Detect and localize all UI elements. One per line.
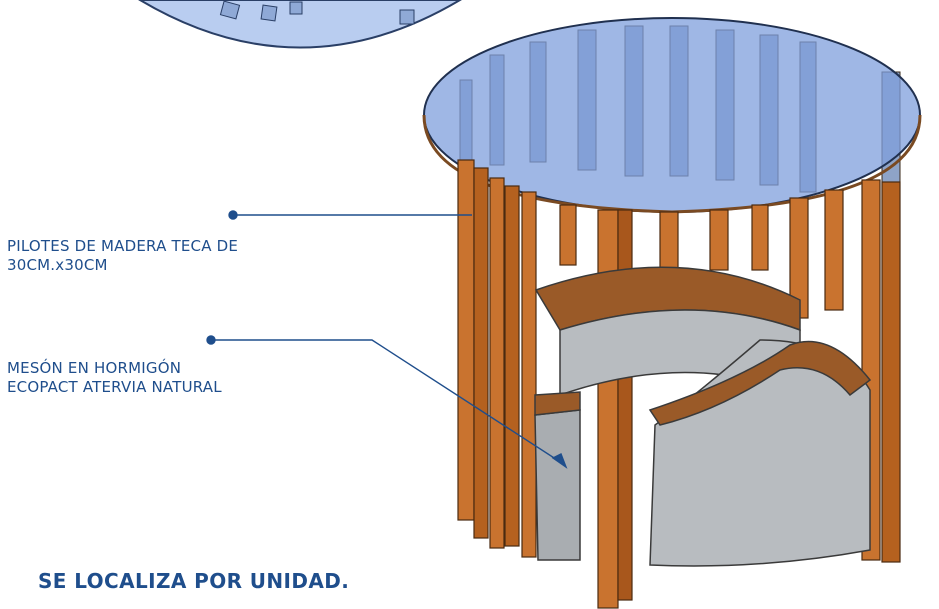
- annotation-meson: MESÓN EN HORMIGÓN ECOPACT ATERVIA NATURA…: [7, 359, 222, 397]
- concrete-bench: [534, 266, 872, 567]
- leader-line-meson: [211, 339, 566, 466]
- wood-posts: [457, 159, 901, 609]
- footer-note: SE LOCALIZA POR UNIDAD.: [38, 569, 350, 593]
- annotation-pilotes-line-2: 30CM.x30CM: [7, 256, 108, 274]
- plan-view-fragment: [138, 0, 462, 49]
- annotation-pilotes: PILOTES DE MADERA TECA DE 30CM.x30CM: [7, 237, 238, 275]
- leader-arrow-meson: [551, 453, 568, 469]
- leader-lines: [206, 210, 568, 469]
- annotation-meson-line-2: ECOPACT ATERVIA NATURAL: [7, 378, 222, 396]
- annotation-meson-line-1: MESÓN EN HORMIGÓN: [7, 359, 182, 377]
- annotation-pilotes-line-1: PILOTES DE MADERA TECA DE: [7, 237, 239, 255]
